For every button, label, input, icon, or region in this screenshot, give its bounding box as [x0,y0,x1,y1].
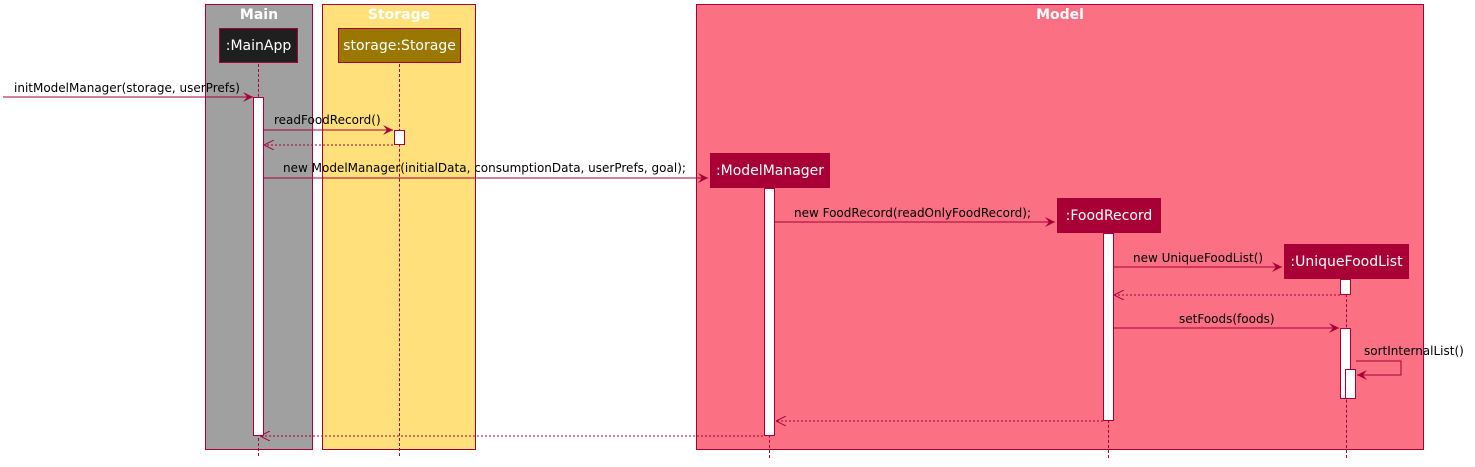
participant-modelmanager: :ModelManager [710,153,830,188]
activation-uniquefoodlist-1 [1340,279,1351,295]
activation-uniquefoodlist-nested [1345,369,1356,399]
msg-init: initModelManager(storage, userPrefs) [14,81,240,95]
box-storage-title: Storage [367,7,431,23]
participant-storage: storage:Storage [338,28,461,63]
activation-storage [394,130,405,145]
arrow-sort [1356,360,1402,380]
msg-new-mm: new ModelManager(initialData, consumptio… [283,161,686,175]
lifeline-storage [399,64,400,456]
box-model-title: Model [1036,7,1084,23]
activation-foodrecord [1103,233,1114,421]
participant-uniquefoodlist: :UniqueFoodList [1284,244,1409,279]
msg-setfoods: setFoods(foods) [1179,312,1275,326]
box-main-title: Main [239,7,279,23]
msg-new-fr: new FoodRecord(readOnlyFoodRecord); [794,206,1032,220]
activation-modelmanager [764,188,775,436]
participant-foodrecord: :FoodRecord [1057,198,1161,233]
msg-read: readFoodRecord() [274,113,381,127]
msg-sort: sortInternalList() [1364,344,1464,358]
msg-new-ufl: new UniqueFoodList() [1133,251,1264,265]
participant-mainapp: :MainApp [219,28,298,63]
activation-mainapp [253,97,264,436]
